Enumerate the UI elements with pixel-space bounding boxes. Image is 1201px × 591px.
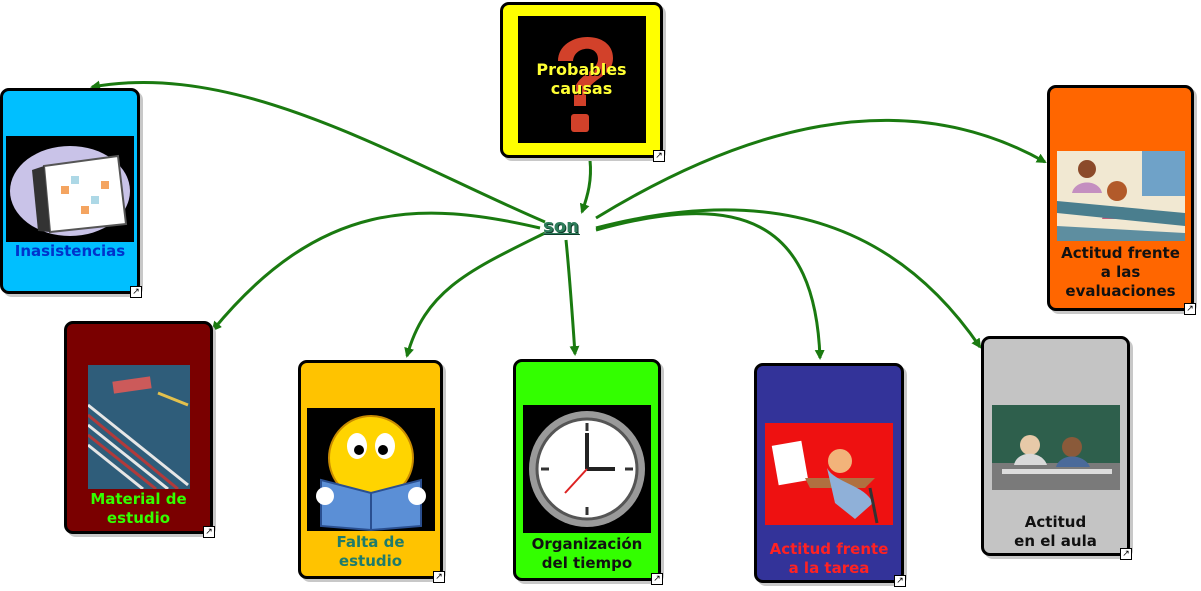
node-material-label: Material de estudio xyxy=(90,490,187,527)
node-organizacion-label: Organización del tiempo xyxy=(531,535,643,572)
tired-student-image xyxy=(765,423,893,525)
arrow-to-falta xyxy=(404,231,546,358)
link-word-son[interactable]: son xyxy=(543,216,579,237)
classroom-image xyxy=(991,405,1120,490)
notebooks-image xyxy=(87,365,190,489)
external-link-icon[interactable]: ↗ xyxy=(651,573,663,585)
reading-smiley-image xyxy=(306,408,435,531)
external-link-icon[interactable]: ↗ xyxy=(894,575,906,587)
external-link-icon[interactable]: ↗ xyxy=(433,571,445,583)
center-node[interactable]: Probables causas ↗ xyxy=(500,2,665,162)
arrow-to-tarea xyxy=(595,212,825,360)
center-node-label: Probables causas xyxy=(536,60,627,98)
node-falta-label: Falta de estudio xyxy=(336,533,405,570)
arrow-to-aula xyxy=(595,208,982,349)
arrow-to-organizacion xyxy=(564,239,580,356)
node-aula-label: Actitud en el aula xyxy=(1014,513,1097,550)
clock-image xyxy=(523,405,651,533)
node-aula[interactable]: Actitud en el aula ↗ xyxy=(981,336,1132,560)
node-evaluaciones-label: Actitud frente a las evaluaciones xyxy=(1061,244,1180,300)
node-organizacion[interactable]: Organización del tiempo ↗ xyxy=(513,359,663,585)
students-exam-image xyxy=(1056,151,1185,241)
arrow-to-material xyxy=(211,211,541,332)
external-link-icon[interactable]: ↗ xyxy=(1120,548,1132,560)
external-link-icon[interactable]: ↗ xyxy=(653,150,665,162)
external-link-icon[interactable]: ↗ xyxy=(203,526,215,538)
calendar-image xyxy=(6,136,134,242)
node-evaluaciones[interactable]: Actitud frente a las evaluaciones ↗ xyxy=(1047,85,1196,315)
arrow-to-evaluaciones xyxy=(595,118,1047,220)
external-link-icon[interactable]: ↗ xyxy=(1184,303,1196,315)
question-mark-image xyxy=(517,16,646,143)
node-tarea-label: Actitud frente a la tarea xyxy=(769,540,889,577)
arrow-center-to-son xyxy=(579,159,592,214)
external-link-icon[interactable]: ↗ xyxy=(130,286,142,298)
arrow-to-inasistencias xyxy=(90,80,546,224)
node-inasistencias[interactable]: Inasistencias ↗ xyxy=(0,88,142,298)
node-falta[interactable]: Falta de estudio ↗ xyxy=(298,360,445,583)
node-tarea[interactable]: Actitud frente a la tarea ↗ xyxy=(754,363,906,587)
node-material[interactable]: Material de estudio ↗ xyxy=(64,321,215,538)
node-inasistencias-label: Inasistencias xyxy=(14,242,126,260)
